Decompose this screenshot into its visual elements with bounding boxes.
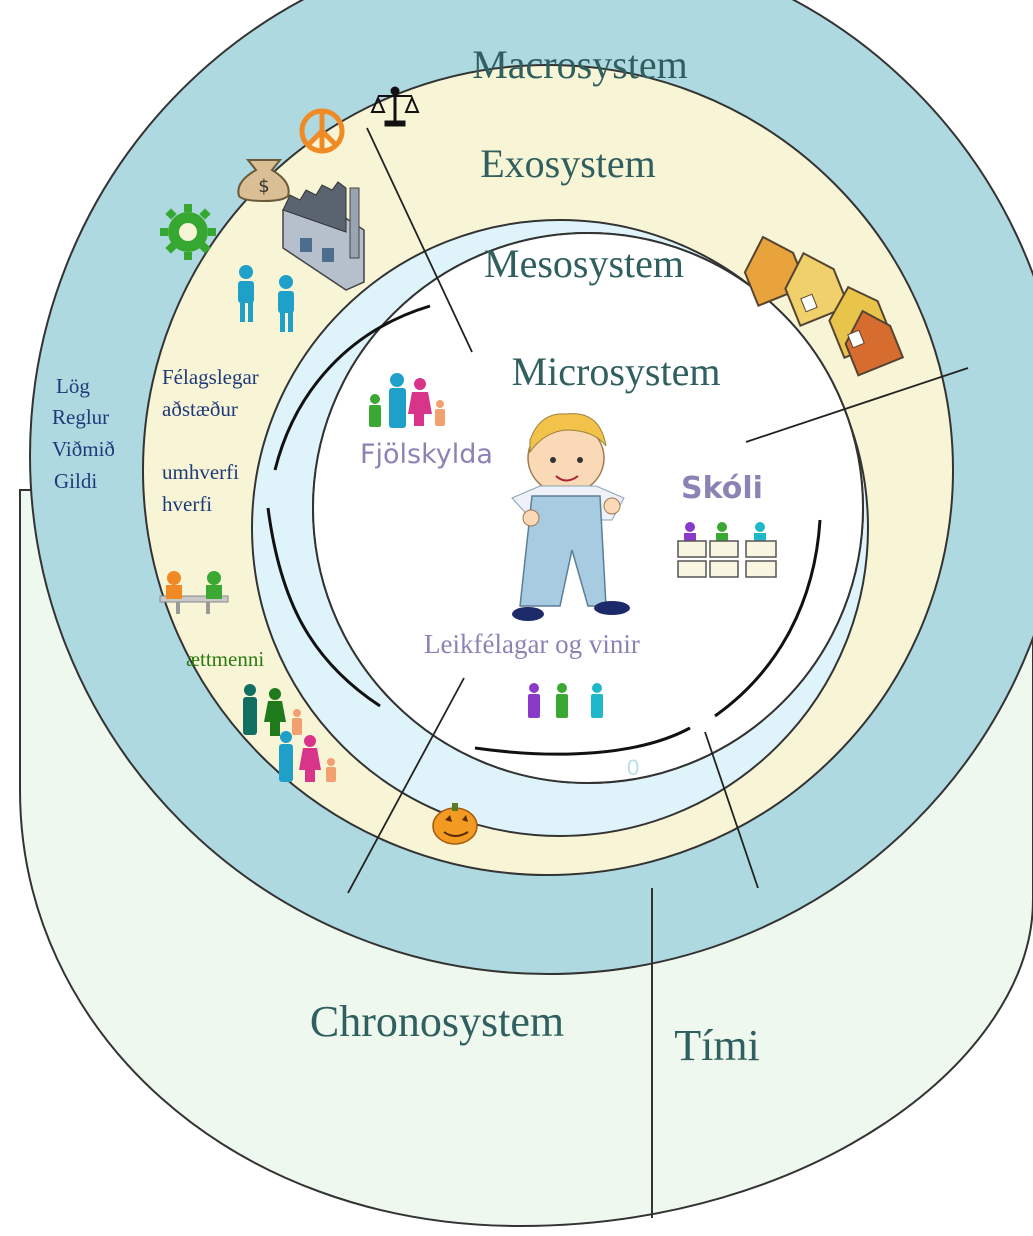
exo-label-neighbourhood: hverfi: [162, 492, 212, 516]
micro-label-school: Skóli: [681, 471, 763, 506]
factory-icon: [282, 181, 365, 291]
exo-label-relatives: ættmenni: [186, 647, 264, 671]
macro-value-rules: Reglur: [52, 405, 109, 429]
mesosystem-arrows: [266, 304, 822, 756]
scales-icon: [370, 86, 420, 127]
friends-icon: [528, 683, 603, 718]
macro-value-laws: Lög: [56, 374, 90, 398]
exo-label-social-2: aðstæður: [162, 397, 238, 421]
exo-label-social-1: Félagslegar: [162, 365, 259, 389]
child-figure: [511, 413, 630, 621]
macro-value-norms: Viðmið: [52, 437, 115, 461]
time-label: Tími: [674, 1021, 760, 1070]
gear-icon: [160, 204, 216, 260]
macro-value-values: Gildi: [54, 469, 97, 493]
micro-label-friends: Leikfélagar og vinir: [424, 629, 640, 659]
connector-lines: [347, 127, 969, 894]
family-icon: [369, 373, 445, 428]
meso-mark: 0: [627, 755, 639, 780]
houses-icon: [743, 235, 905, 377]
chronosystem-label: Chronosystem: [310, 997, 564, 1046]
mesosystem-label: Mesosystem: [484, 241, 684, 286]
adults-icon: [238, 265, 294, 332]
peace-icon: [299, 108, 345, 154]
neighbours-icon: [159, 571, 229, 614]
money-bag-icon: $: [237, 159, 290, 203]
school-icon: [677, 522, 777, 578]
micro-label-family: Fjölskylda: [360, 439, 493, 470]
pumpkin-icon: [432, 803, 478, 845]
exosystem-label: Exosystem: [480, 141, 656, 186]
relatives-icon: [243, 684, 336, 782]
macrosystem-label: Macrosystem: [472, 42, 688, 87]
microsystem-label: Microsystem: [512, 349, 721, 394]
exo-label-environment: umhverfi: [162, 460, 239, 484]
svg-text:$: $: [258, 176, 269, 197]
